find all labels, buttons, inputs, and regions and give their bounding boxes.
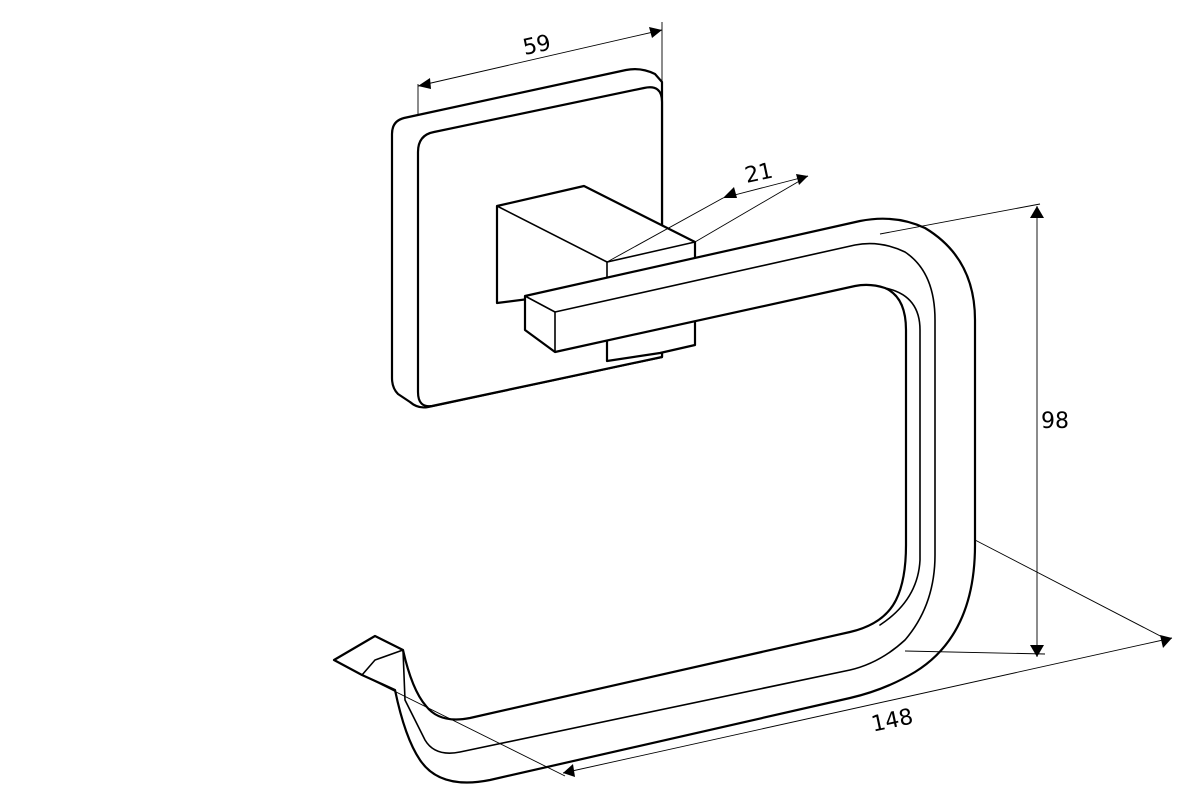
arrow-21-right: [796, 174, 808, 185]
dimension-depth-label: 21: [743, 159, 776, 189]
arrow-21-left: [723, 187, 737, 198]
arrow-98-bottom: [1030, 645, 1044, 657]
arrow-59-left: [418, 78, 431, 89]
arrow-98-top: [1030, 206, 1044, 218]
dimension-lines: [361, 22, 1173, 777]
arrow-148-left: [563, 764, 575, 777]
holder-arm: [332, 217, 977, 784]
arrow-148-right: [1160, 635, 1172, 648]
arrow-59-right: [649, 27, 662, 38]
dimension-width-label: 59: [521, 31, 554, 61]
dimension-length-label: 148: [869, 704, 915, 737]
dimension-height-label: 98: [1041, 409, 1069, 434]
